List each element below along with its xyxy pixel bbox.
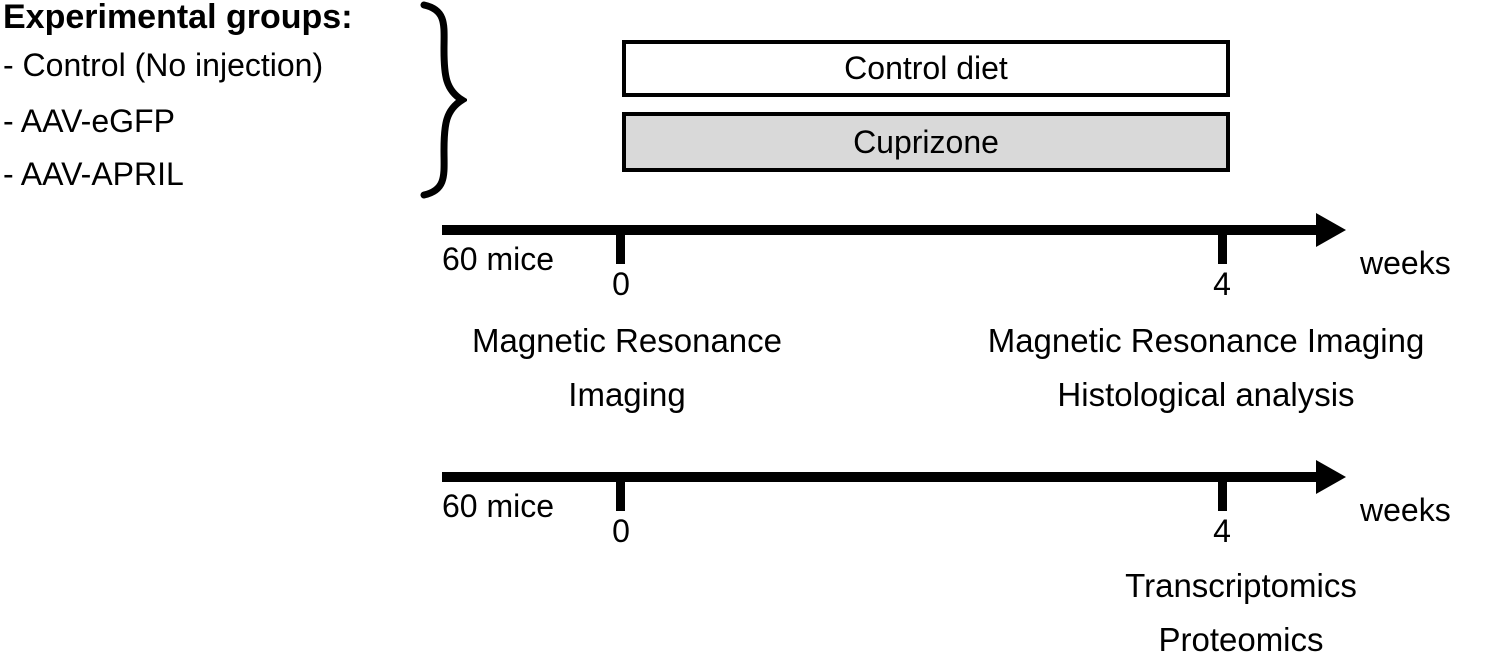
timeline2-week4-event-line2: Proteomics xyxy=(1158,621,1324,655)
group-item-aav-egfp: - AAV-eGFP xyxy=(3,103,175,139)
timeline2-tick-label-0: 0 xyxy=(612,513,630,549)
timeline1-axis-line xyxy=(442,225,1318,235)
timeline2-axis-unit-label: weeks xyxy=(1360,492,1451,528)
control-diet-box: Control diet xyxy=(622,40,1230,97)
timeline1-week0-events: Magnetic Resonance Imaging xyxy=(377,314,877,422)
timeline2-week4-events: Transcriptomics Proteomics xyxy=(991,559,1489,655)
timeline1-tick-week4 xyxy=(1218,228,1227,264)
timeline2-tick-week0 xyxy=(616,475,625,511)
experimental-groups-title: Experimental groups: xyxy=(3,0,353,36)
curly-brace-icon xyxy=(420,1,467,199)
timeline2-axis-line xyxy=(442,472,1318,482)
timeline1-tick-label-4: 4 xyxy=(1213,266,1231,302)
timeline1-week4-events: Magnetic Resonance Imaging Histological … xyxy=(906,314,1489,422)
timeline2-week4-event-line1: Transcriptomics xyxy=(1125,567,1357,604)
group-item-aav-april: - AAV-APRIL xyxy=(3,156,184,192)
cuprizone-box: Cuprizone xyxy=(622,112,1230,172)
timeline2-tick-week4 xyxy=(1218,475,1227,511)
timeline1-week4-event-line2: Histological analysis xyxy=(1057,376,1355,413)
timeline1-week0-event-line1: Magnetic Resonance xyxy=(471,322,783,359)
timeline1-arrowhead-icon xyxy=(1316,213,1346,247)
timeline2-arrowhead-icon xyxy=(1316,460,1346,494)
timeline1-week4-event-line1: Magnetic Resonance Imaging xyxy=(987,322,1425,359)
group-item-control: - Control (No injection) xyxy=(3,47,324,83)
timeline1-tick-week0 xyxy=(616,228,625,264)
control-diet-label: Control diet xyxy=(844,50,1008,86)
timeline1-tick-label-0: 0 xyxy=(612,266,630,302)
timeline2-cohort-label: 60 mice xyxy=(442,488,555,524)
timeline1-cohort-label: 60 mice xyxy=(442,241,555,277)
timeline1-week0-event-line2: Imaging xyxy=(568,376,686,413)
timeline2-tick-label-4: 4 xyxy=(1213,513,1231,549)
timeline1-axis-unit-label: weeks xyxy=(1360,245,1451,281)
cuprizone-label: Cuprizone xyxy=(853,123,999,160)
